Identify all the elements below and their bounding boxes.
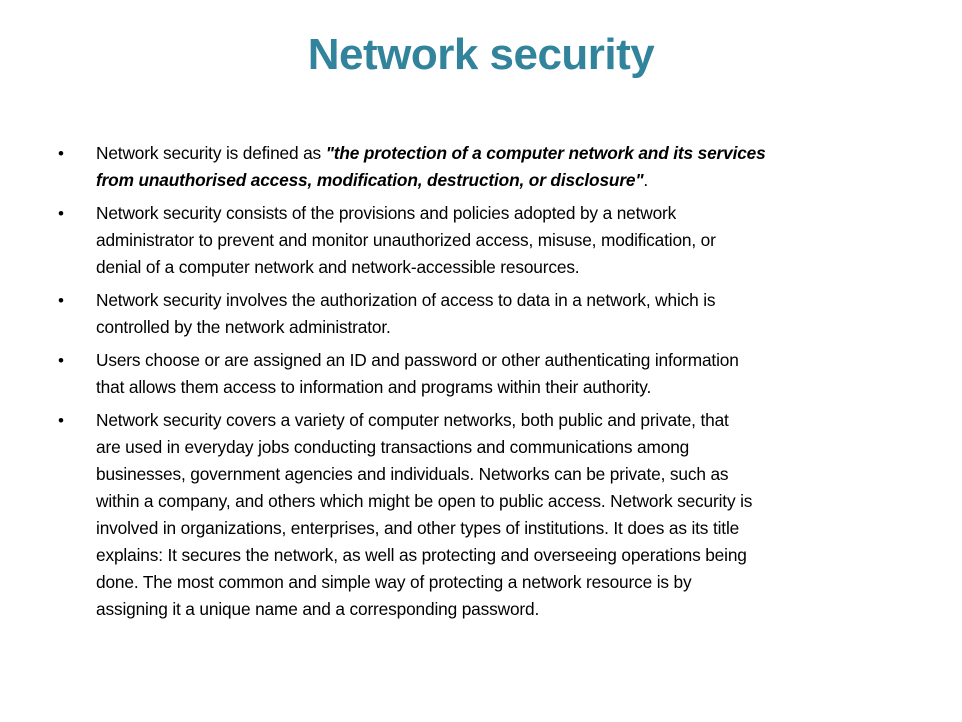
bullet-line: explains: It secures the network, as wel… (96, 545, 747, 565)
bullet-line: denial of a computer network and network… (96, 257, 580, 277)
bullet-line: from unauthorised access, modification, … (96, 167, 938, 194)
bullet-line: that allows them access to information a… (96, 377, 652, 397)
bullet-line: controlled by the network administrator. (96, 317, 391, 337)
bullet-line: Network security consists of the provisi… (96, 203, 677, 223)
bullet-item: • Network security involves the authoriz… (58, 287, 938, 341)
definition-intro: Network security is defined as (96, 143, 326, 163)
bullet-item: • Users choose or are assigned an ID and… (58, 347, 938, 401)
bullet-line: within a company, and others which might… (96, 491, 753, 511)
bullet-item: • Network security consists of the provi… (58, 200, 938, 281)
bullet-line: Users choose or are assigned an ID and p… (96, 350, 739, 370)
bullet-line: involved in organizations, enterprises, … (96, 518, 740, 538)
bullet-icon: • (58, 351, 64, 370)
bullet-list: • Network security is defined as "the pr… (58, 140, 938, 629)
bullet-line: Network security involves the authorizat… (96, 290, 716, 310)
bullet-line: assigning it a unique name and a corresp… (96, 599, 540, 619)
bullet-item: • Network security is defined as "the pr… (58, 140, 938, 194)
definition-end: . (643, 170, 649, 190)
bullet-line: done. The most common and simple way of … (96, 572, 692, 592)
definition-quote: from unauthorised access, modification, … (96, 170, 644, 190)
bullet-line: Network security covers a variety of com… (96, 410, 729, 430)
bullet-icon: • (58, 291, 64, 310)
bullet-line: administrator to prevent and monitor una… (96, 230, 716, 250)
bullet-line: are used in everyday jobs conducting tra… (96, 437, 690, 457)
bullet-icon: • (58, 144, 64, 163)
bullet-icon: • (58, 204, 64, 223)
definition-quote: "the protection of a computer network an… (325, 143, 766, 163)
bullet-item: • Network security covers a variety of c… (58, 407, 938, 623)
bullet-icon: • (58, 411, 64, 430)
bullet-line: Network security is defined as "the prot… (96, 140, 938, 167)
slide-title: Network security (307, 30, 655, 79)
bullet-line: businesses, government agencies and indi… (96, 464, 729, 484)
